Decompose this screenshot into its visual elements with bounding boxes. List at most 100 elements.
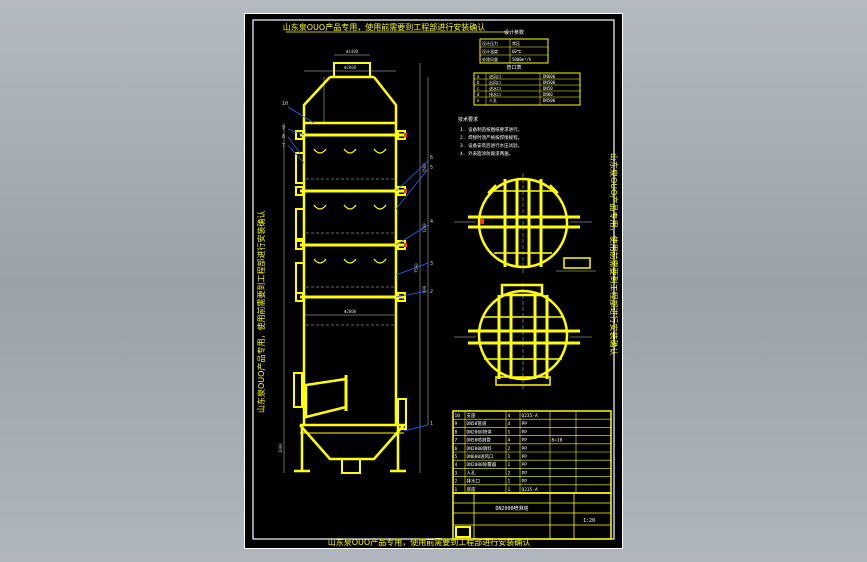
bom-cell: 1 [508,462,511,468]
plan-view-upper [468,177,596,272]
bom-cell: 底座 [467,486,476,493]
plan-view-upper-accents [480,219,484,224]
svg-text:1. 设备制造按图纸要求进行。: 1. 设备制造按图纸要求进行。 [460,126,522,133]
support-legs [294,425,406,473]
bom-cell: δ=10 [552,438,563,444]
bom-cell: PP [522,462,528,468]
tower-cone-top [302,76,398,125]
svg-text:常压: 常压 [512,40,520,46]
dim-mid-width: Φ2000 [344,65,357,70]
svg-text:a: a [477,74,480,79]
bom-cell: 4 [508,438,511,444]
bom-cell: PP [522,479,528,485]
bom-cell: PP [522,446,528,452]
bottom-title: 山东泉OUO产品专用，使用前需要到工程部进行安装确认 [328,537,530,547]
dim-section-width: Φ2000 [344,309,357,314]
svg-text:d: d [477,92,480,97]
bom-cell: 9 [455,421,458,427]
design-table: 设计参数 设计压力 常压 设计温度 60℃ 处理风量 5000m³/h [479,29,549,64]
bom-cell: 3 [455,470,458,476]
callout-8: 8 [282,134,285,140]
left-note: 山东泉OUO产品专用，使用前需要到工程部进行安装确认 [256,211,266,413]
bom-cell: 2 [508,446,511,452]
manholes [293,372,407,430]
dim-height-1: 1500 [422,163,427,173]
svg-text:设计压力: 设计压力 [482,40,498,46]
section-flanges [300,133,404,299]
svg-text:设计温度: 设计温度 [482,48,498,54]
callout-3: 3 [430,261,433,267]
svg-text:b: b [477,80,480,85]
bom-cell: 1 [508,479,511,485]
tower-elevation [293,62,407,474]
plan-view-lower-dims [454,283,592,391]
svg-text:DN600: DN600 [543,74,556,79]
callout-1: 1 [430,421,433,427]
title-block-name: DN2000喷淋塔 [495,505,528,512]
bom-cell: 1 [508,487,511,493]
bom-cell: Q235-A [522,487,539,493]
flange-bolts [295,130,406,302]
bom-cell: DN2000填料 [467,445,493,452]
bom-cell: 1 [508,454,511,460]
bom-cell: 8 [455,429,458,435]
inner-border [252,19,615,540]
bom-cell: 1 [508,429,511,435]
bom-cell: DN2000除雾器 [467,461,497,468]
svg-text:管口表: 管口表 [506,64,521,71]
svg-text:5000m³/h: 5000m³/h [512,57,532,62]
svg-text:DN80: DN80 [543,92,553,97]
dim-bottom: 1000 [278,443,283,453]
tech-requirements: 技术要求 1. 设备制造按图纸要求进行。 2. 焊接时须严格按焊接规程。 3. … [458,116,522,157]
packing-layers [306,178,394,326]
svg-text:2. 焊接时须严格按焊接规程。: 2. 焊接时须严格按焊接规程。 [460,134,522,141]
bom-cell: 10 [455,413,461,419]
outer-border [244,13,623,549]
callout-leaders [287,106,429,432]
bom-cell: 4 [455,462,458,468]
svg-text:DN50: DN50 [543,86,553,91]
dim-total: 7500 [414,263,419,273]
bom-cell: 6 [455,446,458,452]
callout-7: 7 [282,143,285,149]
bom-cell: 2 [455,479,458,485]
red-flange-marks [404,133,407,247]
dim-top-width: Φ1400 [346,49,359,54]
top-title: 山东泉OUO产品专用，使用前需要到工程部进行安装确认 [283,22,485,32]
dim-height-2: 1200 [422,223,427,233]
callout-numbers: 10 9 8 7 6 5 4 3 2 1 [282,101,433,427]
bom-cell: PP [522,438,528,444]
bom-cell: 1 [455,487,458,493]
svg-text:c: c [477,86,480,91]
plan-view-upper-dims [454,173,592,275]
bom-cell: PP [522,454,528,460]
title-block-scale: 1:20 [583,518,595,524]
bom-cell: 支座 [467,412,476,419]
callout-2: 2 [430,289,433,295]
dimension-lines [283,54,429,473]
spray-nozzles [313,148,387,264]
bottom-sump [299,423,407,461]
callout-4: 4 [430,219,433,225]
svg-text:60℃: 60℃ [512,49,522,54]
svg-text:进风口: 进风口 [489,73,501,79]
svg-text:3. 设备安装后进行水压试验。: 3. 设备安装后进行水压试验。 [460,142,522,149]
svg-text:出风口: 出风口 [489,79,501,85]
svg-text:DN500: DN500 [543,98,556,103]
bom-cell: 4 [508,413,511,419]
bom-cell: PP [522,470,528,476]
cad-drawing: 山东泉OUO产品专用，使用前需要到工程部进行安装确认 山东泉OUO产品专用，使用… [244,13,623,549]
callout-5: 5 [430,165,433,171]
bom-cell: DN50喷淋管 [467,437,492,444]
bom-cell: DN50管道 [467,420,487,427]
dim-height-3: 900 [422,285,427,293]
title-block [452,492,612,540]
bom-cell: 5 [455,454,458,460]
bom-cell: 排水口 [467,478,481,485]
callout-10: 10 [282,101,288,107]
svg-text:进水口: 进水口 [489,85,501,91]
bom-cell: DN600进风口 [467,453,494,460]
bom-cell: 2 [508,470,511,476]
svg-text:4. 外表面涂防腐漆两遍。: 4. 外表面涂防腐漆两遍。 [460,150,513,157]
